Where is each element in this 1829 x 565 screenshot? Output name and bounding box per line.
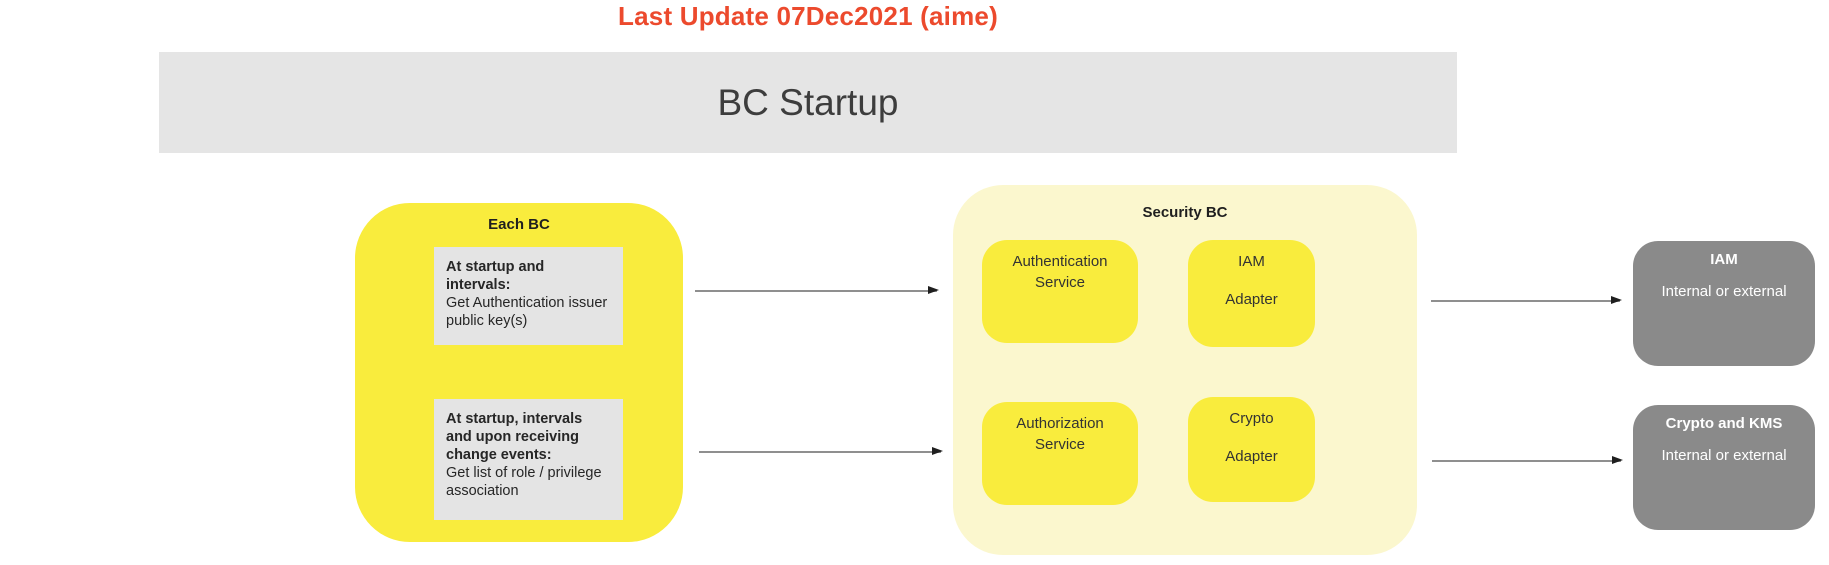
change-events-note-heading: At startup, intervals and upon receiving… bbox=[446, 411, 583, 463]
iam-external-title: IAM bbox=[1710, 251, 1738, 268]
startup-intervals-note-heading: At startup and intervals: bbox=[446, 259, 545, 293]
crypto-adapter-label-line2: Adapter bbox=[1225, 448, 1278, 465]
crypto-adapter-box: Crypto Adapter bbox=[1188, 397, 1315, 502]
crypto-adapter-label-line1: Crypto bbox=[1229, 410, 1274, 427]
crypto-kms-external-subtitle: Internal or external bbox=[1661, 447, 1787, 464]
authorization-service-label-line1: Authorization bbox=[1016, 415, 1104, 432]
iam-adapter-box: IAM Adapter bbox=[1188, 240, 1315, 347]
authentication-service-label-line1: Authentication bbox=[1012, 253, 1108, 270]
change-events-note-body: Get list of role / privilege association bbox=[446, 465, 602, 499]
arrowhead-icon bbox=[928, 286, 939, 294]
bc-startup-banner: BC Startup bbox=[159, 52, 1457, 153]
arrow-securitybc-to-iam bbox=[1431, 296, 1622, 304]
authorization-service-box: Authorization Service bbox=[982, 402, 1138, 505]
arrow-eachbc-to-securitybc-top bbox=[695, 286, 939, 294]
iam-external-box: IAM Internal or external bbox=[1633, 241, 1815, 366]
startup-intervals-note-body: Get Authentication issuer public key(s) bbox=[446, 295, 608, 329]
page-title: Last Update 07Dec2021 (aime) bbox=[618, 1, 998, 31]
banner-title: BC Startup bbox=[717, 81, 899, 123]
security-bc-title: Security BC bbox=[1142, 204, 1228, 221]
startup-intervals-note: At startup and intervals: Get Authentica… bbox=[434, 247, 623, 345]
arrowhead-icon bbox=[1611, 296, 1622, 304]
each-bc-group: Each BC At startup and intervals: Get Au… bbox=[355, 203, 683, 542]
authentication-service-label-line2: Service bbox=[1034, 274, 1086, 291]
authorization-service-label-line2: Service bbox=[1034, 436, 1086, 453]
iam-adapter-label-line1: IAM bbox=[1238, 253, 1265, 270]
change-events-note: At startup, intervals and upon receiving… bbox=[434, 399, 623, 520]
each-bc-title: Each BC bbox=[488, 216, 550, 233]
crypto-kms-external-title: Crypto and KMS bbox=[1665, 415, 1783, 432]
arrowhead-icon bbox=[932, 447, 943, 455]
crypto-kms-external-box: Crypto and KMS Internal or external bbox=[1633, 405, 1815, 530]
arrow-eachbc-to-securitybc-bottom bbox=[699, 447, 943, 455]
authentication-service-box: Authentication Service bbox=[982, 240, 1138, 343]
security-bc-group: Security BC Authentication Service IAM A… bbox=[953, 185, 1417, 555]
iam-external-subtitle: Internal or external bbox=[1661, 283, 1787, 300]
iam-adapter-label-line2: Adapter bbox=[1225, 291, 1278, 308]
arrow-securitybc-to-crypto-kms bbox=[1432, 456, 1623, 464]
arrowhead-icon bbox=[1612, 456, 1623, 464]
